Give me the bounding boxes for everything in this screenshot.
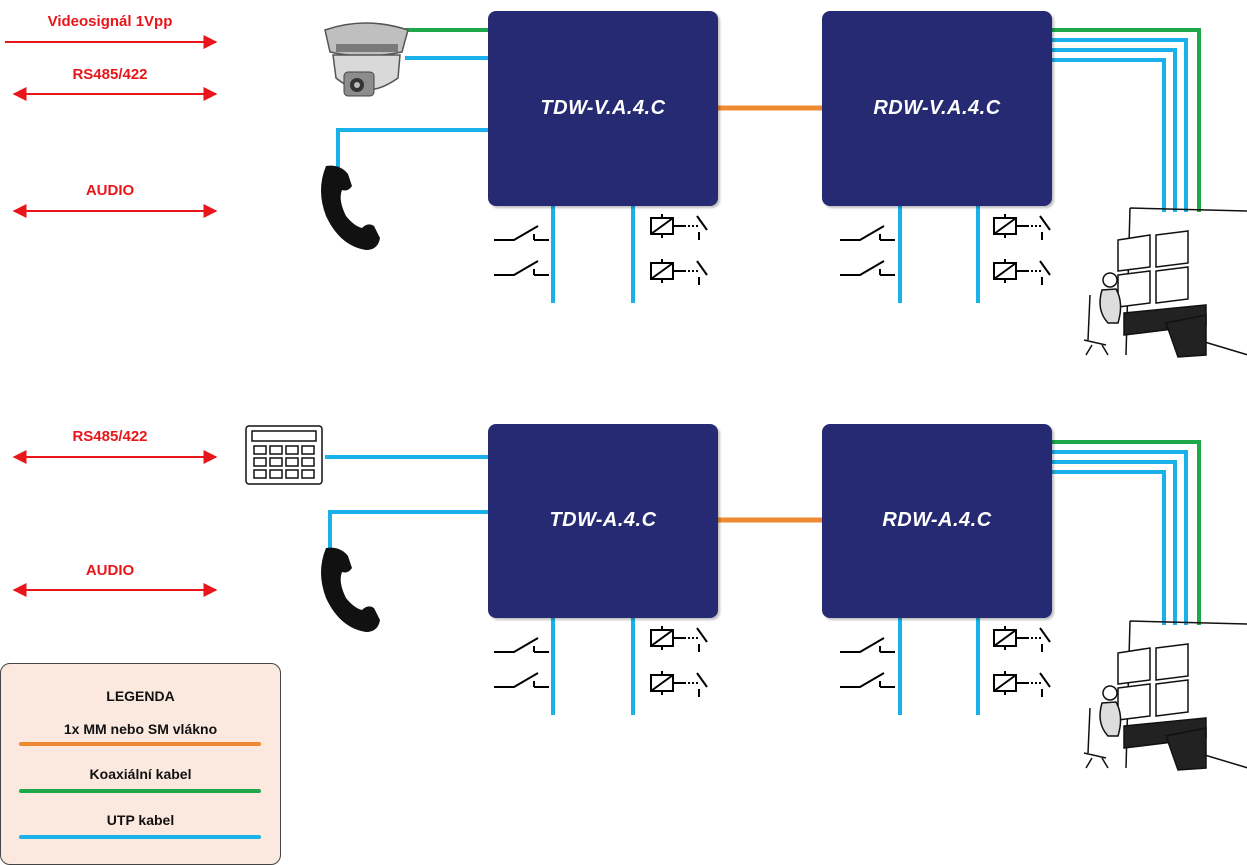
unit-rx-bottom: RDW-A.4.C <box>822 424 1052 618</box>
legend: LEGENDA 1x MM nebo SM vlákno Koaxiální k… <box>0 663 281 865</box>
phone-icon <box>321 547 380 632</box>
switch-icon <box>494 637 549 653</box>
unit-rx-top-label: RDW-V.A.4.C <box>873 97 1001 119</box>
audio-label-top: AUDIO <box>85 182 135 199</box>
legend-title: LEGENDA <box>106 688 175 704</box>
phone-icon <box>321 165 380 250</box>
unit-rx-bottom-label: RDW-A.4.C <box>882 509 992 531</box>
switch-icon <box>494 260 549 276</box>
relay-icon <box>993 214 1051 240</box>
audio-label-bottom: AUDIO <box>85 562 135 579</box>
bottom-cables <box>325 440 1201 715</box>
unit-tx-bottom: TDW-A.4.C <box>488 424 718 618</box>
unit-rx-top: RDW-V.A.4.C <box>822 11 1052 206</box>
relay-icon <box>650 259 708 285</box>
switch-icon <box>840 225 895 241</box>
legend-line-utp <box>19 835 261 839</box>
switch-icon <box>840 672 895 688</box>
keypad-icon <box>245 425 323 485</box>
io-symbols <box>494 214 1051 697</box>
switch-icon <box>840 260 895 276</box>
legend-item-coax: Koaxiální kabel <box>89 766 192 782</box>
unit-tx-top-label: TDW-V.A.4.C <box>540 97 666 119</box>
unit-tx-top: TDW-V.A.4.C <box>488 11 718 206</box>
relay-icon <box>650 214 708 240</box>
legend-item-utp: UTP kabel <box>106 812 175 828</box>
rs485-label-bottom: RS485/422 <box>72 428 148 445</box>
unit-tx-bottom-label: TDW-A.4.C <box>549 509 657 531</box>
switch-icon <box>494 225 549 241</box>
legend-item-fiber: 1x MM nebo SM vlákno <box>63 721 218 737</box>
dome-camera-icon <box>324 22 409 97</box>
top-cables <box>336 28 1201 303</box>
rs485-label-top: RS485/422 <box>72 66 148 83</box>
video-signal-label: Videosignál 1Vpp <box>47 13 173 30</box>
monitoring-station-icon <box>1083 620 1247 771</box>
relay-icon <box>993 626 1051 652</box>
relay-icon <box>993 671 1051 697</box>
relay-icon <box>650 671 708 697</box>
legend-line-coax <box>19 789 261 793</box>
monitoring-station-icon <box>1083 207 1247 358</box>
relay-icon <box>650 626 708 652</box>
legend-line-fiber <box>19 742 261 746</box>
relay-icon <box>993 259 1051 285</box>
switch-icon <box>494 672 549 688</box>
switch-icon <box>840 637 895 653</box>
